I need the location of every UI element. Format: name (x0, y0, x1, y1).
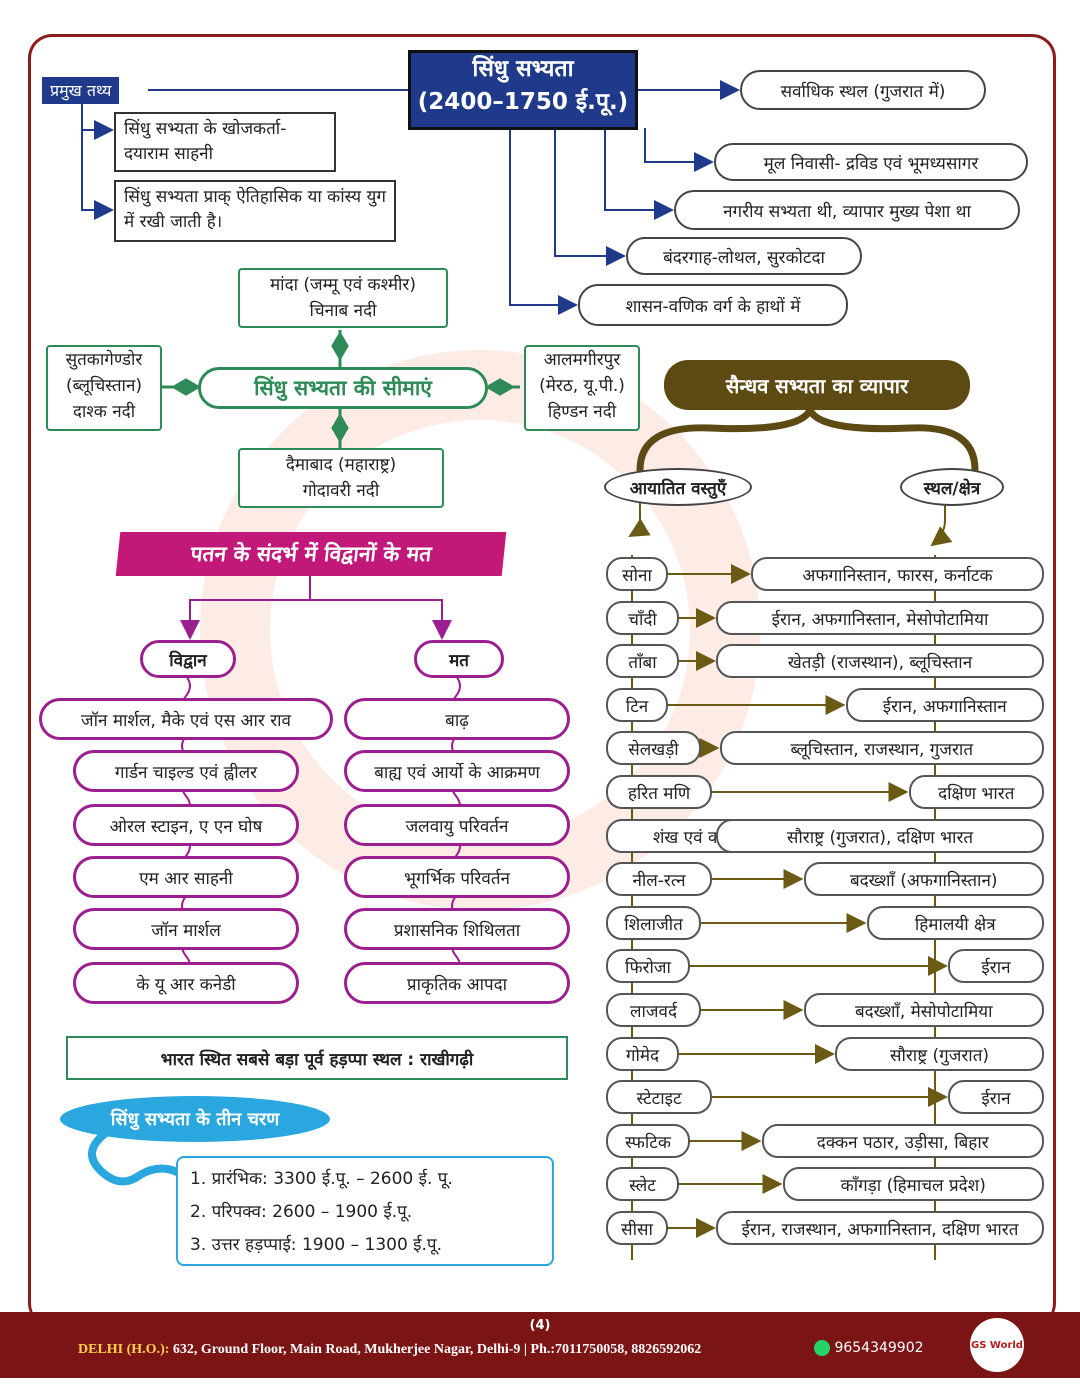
boundary-north-river: चिनाब नदी (309, 301, 377, 321)
phase-mature: 2. परिपक्व: 2600 – 1900 ई.पू. (190, 1202, 413, 1222)
boundary-west-place: सुतकागेण्डोर (65, 350, 143, 370)
opinion-item: जलवायु परिवर्तन (344, 804, 570, 846)
opinion-item: प्राकृतिक आपदा (344, 962, 570, 1004)
scholar-item: जॉन मार्शल (73, 908, 299, 950)
page-number: (4) (529, 1318, 551, 1333)
footer: (4) DELHI (H.O.): 632, Ground Floor, Mai… (0, 1312, 1080, 1378)
phases-list: 1. प्रारंभिक: 3300 ई.पू. – 2600 ई. पू. 2… (176, 1156, 554, 1266)
opinion-header: मत (414, 640, 504, 678)
phase-early: 1. प्रारंभिक: 3300 ई.पू. – 2600 ई. पू. (190, 1169, 453, 1189)
import-place: सौराष्ट्र (गुजरात), दक्षिण भारत (716, 819, 1044, 853)
import-item: शिलाजीत (606, 906, 701, 940)
boundary-south: दैमाबाद (महाराष्ट्र) गोदावरी नदी (238, 448, 444, 508)
boundary-east: आलमगीरपुर (मेरठ, यू.पी.) हिण्डन नदी (524, 345, 640, 431)
import-item: लाजवर्द (606, 993, 701, 1027)
whatsapp-contact: 9654349902 (814, 1340, 924, 1356)
import-place: ईरान, राजस्थान, अफगानिस्तान, दक्षिण भारत (716, 1211, 1044, 1245)
scholar-item: एम आर साहनी (73, 856, 299, 898)
import-item: सेलखड़ी (606, 731, 701, 765)
boundary-south-river: गोदावरी नदी (302, 481, 380, 501)
boundary-south-place: दैमाबाद (महाराष्ट्र) (285, 455, 397, 475)
fact-natives: मूल निवासी- द्रविड एवं भूमध्यसागर (714, 143, 1028, 181)
whatsapp-icon (814, 1340, 830, 1356)
import-item: चाँदी (606, 601, 679, 635)
scholar-item: के यू आर कनेडी (73, 962, 299, 1004)
phases-title: सिंधु सभ्यता के तीन चरण (60, 1096, 330, 1142)
import-item: स्लेट (606, 1167, 679, 1201)
facts-label: प्रमुख तथ्य (42, 77, 120, 104)
footer-address-label: DELHI (H.O.): (78, 1342, 170, 1357)
footer-address: 632, Ground Floor, Main Road, Mukherjee … (172, 1342, 702, 1357)
import-place: दक्षिण भारत (908, 775, 1044, 809)
main-title-line2: (2400–1750 ई.पू.) (417, 89, 629, 115)
places-header: स्थल/क्षेत्र (900, 468, 1004, 506)
import-place: हिमालयी क्षेत्र (866, 906, 1044, 940)
import-item: सीसा (606, 1211, 668, 1245)
import-item: हरित मणि (606, 775, 712, 809)
trade-title: सैन्धव सभ्यता का व्यापार (664, 360, 970, 410)
import-place: दक्कन पठार, उड़ीसा, बिहार (761, 1124, 1044, 1158)
page-frame (28, 34, 1056, 1327)
opinion-item: प्रशासनिक शिथिलता (344, 908, 570, 950)
fact-ports: बंदरगाह-लोथल, सुरकोटदा (626, 237, 862, 275)
gs-world-logo: GS World (970, 1318, 1024, 1372)
footer-address-line: DELHI (H.O.): 632, Ground Floor, Main Ro… (78, 1342, 701, 1358)
import-item: स्टेटाइट (606, 1080, 712, 1114)
import-place: काँगड़ा (हिमाचल प्रदेश) (782, 1167, 1044, 1201)
fact-most-sites: सर्वाधिक स्थल (गुजरात में) (740, 70, 986, 110)
import-item: फिरोजा (606, 949, 690, 983)
scholar-item: गार्डन चाइल्ड एवं ह्वीलर (73, 750, 299, 792)
boundary-east-place: आलमगीरपुर (543, 350, 621, 370)
fact-age: सिंधु सभ्यता प्राक् ऐतिहासिक या कांस्य य… (114, 180, 396, 242)
fact-discoverer: सिंधु सभ्यता के खोजकर्ता- दयाराम साहनी (114, 112, 336, 172)
import-item: गोमेद (606, 1037, 679, 1071)
import-item: स्फटिक (606, 1124, 690, 1158)
boundary-west-region: (ब्लूचिस्तान) (65, 376, 143, 396)
decline-title: पतन के संदर्भ में विद्वानों के मत (115, 532, 507, 576)
import-place: ईरान (948, 949, 1044, 983)
logo-text: GS World (971, 1339, 1023, 1351)
main-title: सिंधु सभ्यता (2400–1750 ई.पू.) (408, 50, 638, 130)
import-place: बदख्शाँ, मेसोपोटामिया (803, 993, 1044, 1027)
main-title-line1: सिंधु सभ्यता (472, 56, 574, 82)
import-place: ब्लूचिस्तान, राजस्थान, गुजरात (719, 731, 1044, 765)
opinion-item: बाह्य एवं आर्यो के आक्रमण (344, 750, 570, 792)
import-place: अफगानिस्तान, फारस, कर्नाटक (751, 557, 1044, 591)
scholar-item: ओरल स्टाइन, ए एन घोष (73, 804, 299, 846)
boundary-west: सुतकागेण्डोर (ब्लूचिस्तान) दाश्क नदी (46, 345, 162, 431)
scholar-header: विद्वान (140, 640, 236, 678)
import-place: बदख्शाँ (अफगानिस्तान) (803, 862, 1044, 896)
import-place: ईरान (948, 1080, 1044, 1114)
import-item: सोना (606, 557, 668, 591)
largest-site: भारत स्थित सबसे बड़ा पूर्व हड़प्पा स्थल … (66, 1036, 568, 1080)
fact-urban: नगरीय सभ्यता थी, व्यापार मुख्य पेशा था (674, 190, 1020, 230)
import-item: नील-रत्न (606, 862, 712, 896)
boundary-north-place: मांदा (जम्मू एवं कश्मीर) (270, 275, 416, 295)
import-place: ईरान, अफगानिस्तान (845, 688, 1044, 722)
import-item: टिन (606, 688, 668, 722)
boundary-east-river: हिण्डन नदी (547, 402, 617, 422)
phase-late: 3. उत्तर हड़प्पाई: 1900 – 1300 ई.पू. (190, 1235, 442, 1255)
boundary-title: सिंधु सभ्यता की सीमाएं (198, 367, 488, 409)
imports-header: आयातित वस्तुएँ (604, 468, 752, 506)
opinion-item: बाढ़ (344, 698, 570, 740)
fact-governance: शासन-वणिक वर्ग के हाथों में (578, 284, 848, 326)
whatsapp-number: 9654349902 (834, 1340, 924, 1356)
import-place: सौराष्ट्र (गुजरात) (835, 1037, 1044, 1071)
boundary-north: मांदा (जम्मू एवं कश्मीर) चिनाब नदी (238, 268, 448, 328)
boundary-west-river: दाश्क नदी (72, 402, 136, 422)
opinion-item: भूगर्भिक परिवर्तन (344, 856, 570, 898)
scholar-item: जॉन मार्शल, मैके एवं एस आर राव (39, 698, 333, 740)
boundary-east-region: (मेरठ, यू.पी.) (539, 376, 625, 396)
import-item: ताँबा (606, 644, 679, 678)
import-place: खेतड़ी (राजस्थान), ब्लूचिस्तान (716, 644, 1044, 678)
import-place: ईरान, अफगानिस्तान, मेसोपोटामिया (716, 601, 1044, 635)
